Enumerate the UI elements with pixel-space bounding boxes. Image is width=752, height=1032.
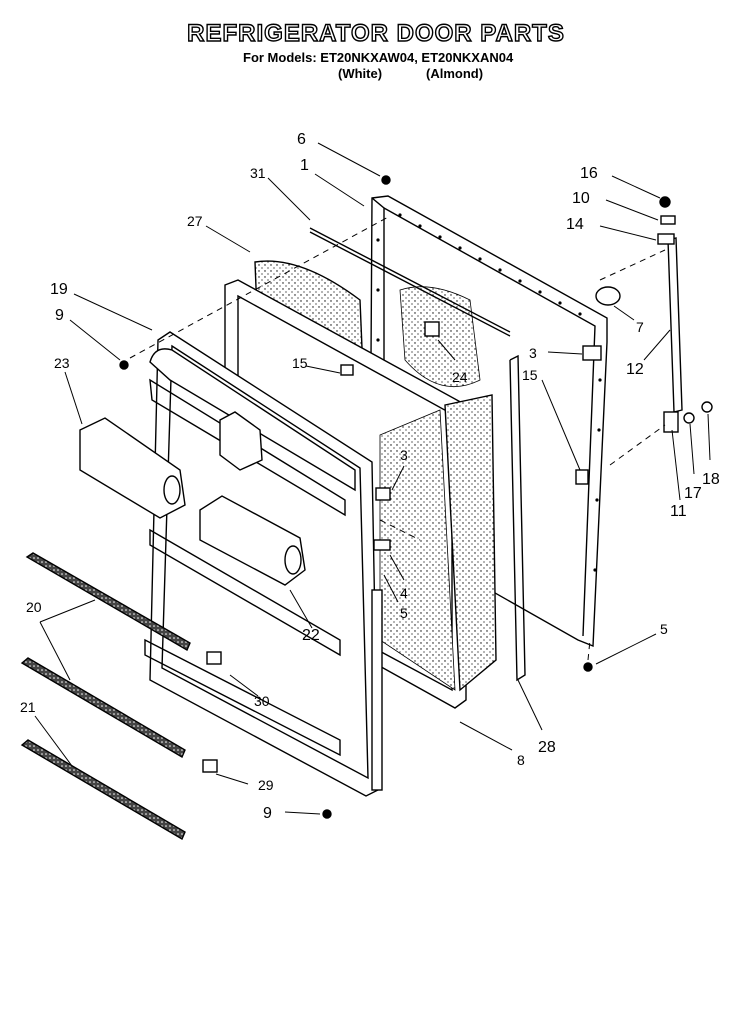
callout-30: 30 [254, 693, 270, 709]
callout-19: 19 [50, 281, 68, 298]
trim-end-cap-29 [202, 759, 218, 773]
screw-6 [381, 175, 391, 185]
models-line: For Models: ET20NKXAW04, ET20NKXAN04 [243, 50, 514, 65]
door-bin-top-inner [219, 411, 263, 471]
callout-18: 18 [702, 471, 720, 488]
hinge-rod-12 [667, 237, 683, 413]
callout-27: 27 [187, 213, 203, 229]
callout-5-left: 5 [400, 605, 408, 621]
callout-12: 12 [626, 361, 644, 378]
callout-15-right: 15 [522, 367, 538, 383]
screw-5-right [583, 662, 593, 672]
callout-8: 8 [517, 752, 525, 768]
callout-28: 28 [538, 739, 556, 756]
callout-3-left: 3 [400, 447, 408, 463]
callout-5-right: 5 [660, 621, 668, 637]
callout-23: 23 [54, 355, 70, 371]
trim-strip-21 [20, 739, 186, 841]
color-white-label: (White) [338, 66, 383, 81]
callout-3-right: 3 [529, 345, 537, 361]
callout-29: 29 [258, 777, 274, 793]
breaker-strip [509, 354, 526, 682]
callout-17: 17 [684, 485, 702, 502]
callout-labels: 6 1 31 27 19 9 23 15 24 3 4 5 22 20 30 2… [20, 131, 720, 822]
hinge-bottom-11-17-18 [663, 401, 713, 433]
cap-7 [595, 286, 621, 306]
callout-11: 11 [670, 503, 687, 520]
diagram-title: REFRIGERATOR DOOR PARTS [186, 19, 565, 47]
color-almond-label: (Almond) [426, 66, 484, 81]
callout-21: 21 [20, 699, 36, 715]
callout-15-left: 15 [292, 355, 308, 371]
callout-31: 31 [250, 165, 266, 181]
leader-lines [34, 142, 711, 815]
hinge-top-14-10-16 [657, 196, 676, 245]
callout-1: 1 [300, 157, 309, 174]
callout-10: 10 [572, 190, 590, 207]
callout-14: 14 [566, 216, 584, 233]
callout-4: 4 [400, 585, 408, 601]
callout-9-lower: 9 [263, 805, 272, 822]
screw-9-lower [322, 809, 332, 819]
callout-20: 20 [26, 599, 42, 615]
screw-9-upper [119, 360, 129, 370]
trim-strip-20b [20, 657, 186, 759]
callout-6: 6 [297, 131, 306, 148]
callout-7: 7 [636, 319, 644, 335]
trim-strip-20a [25, 552, 191, 652]
door-stop-15 [340, 364, 589, 485]
door-bin-upper [79, 417, 186, 519]
callout-9-upper: 9 [55, 307, 64, 324]
callout-16: 16 [580, 165, 598, 182]
hinge-bracket-3 [373, 345, 602, 551]
diagram-header: REFRIGERATOR DOOR PARTS For Models: ET20… [0, 0, 752, 90]
trim-end-cap-30 [206, 651, 222, 665]
bracket-24 [424, 321, 440, 337]
callout-22: 22 [302, 627, 320, 644]
callout-24: 24 [452, 369, 468, 385]
door-bin-middle [199, 495, 306, 586]
